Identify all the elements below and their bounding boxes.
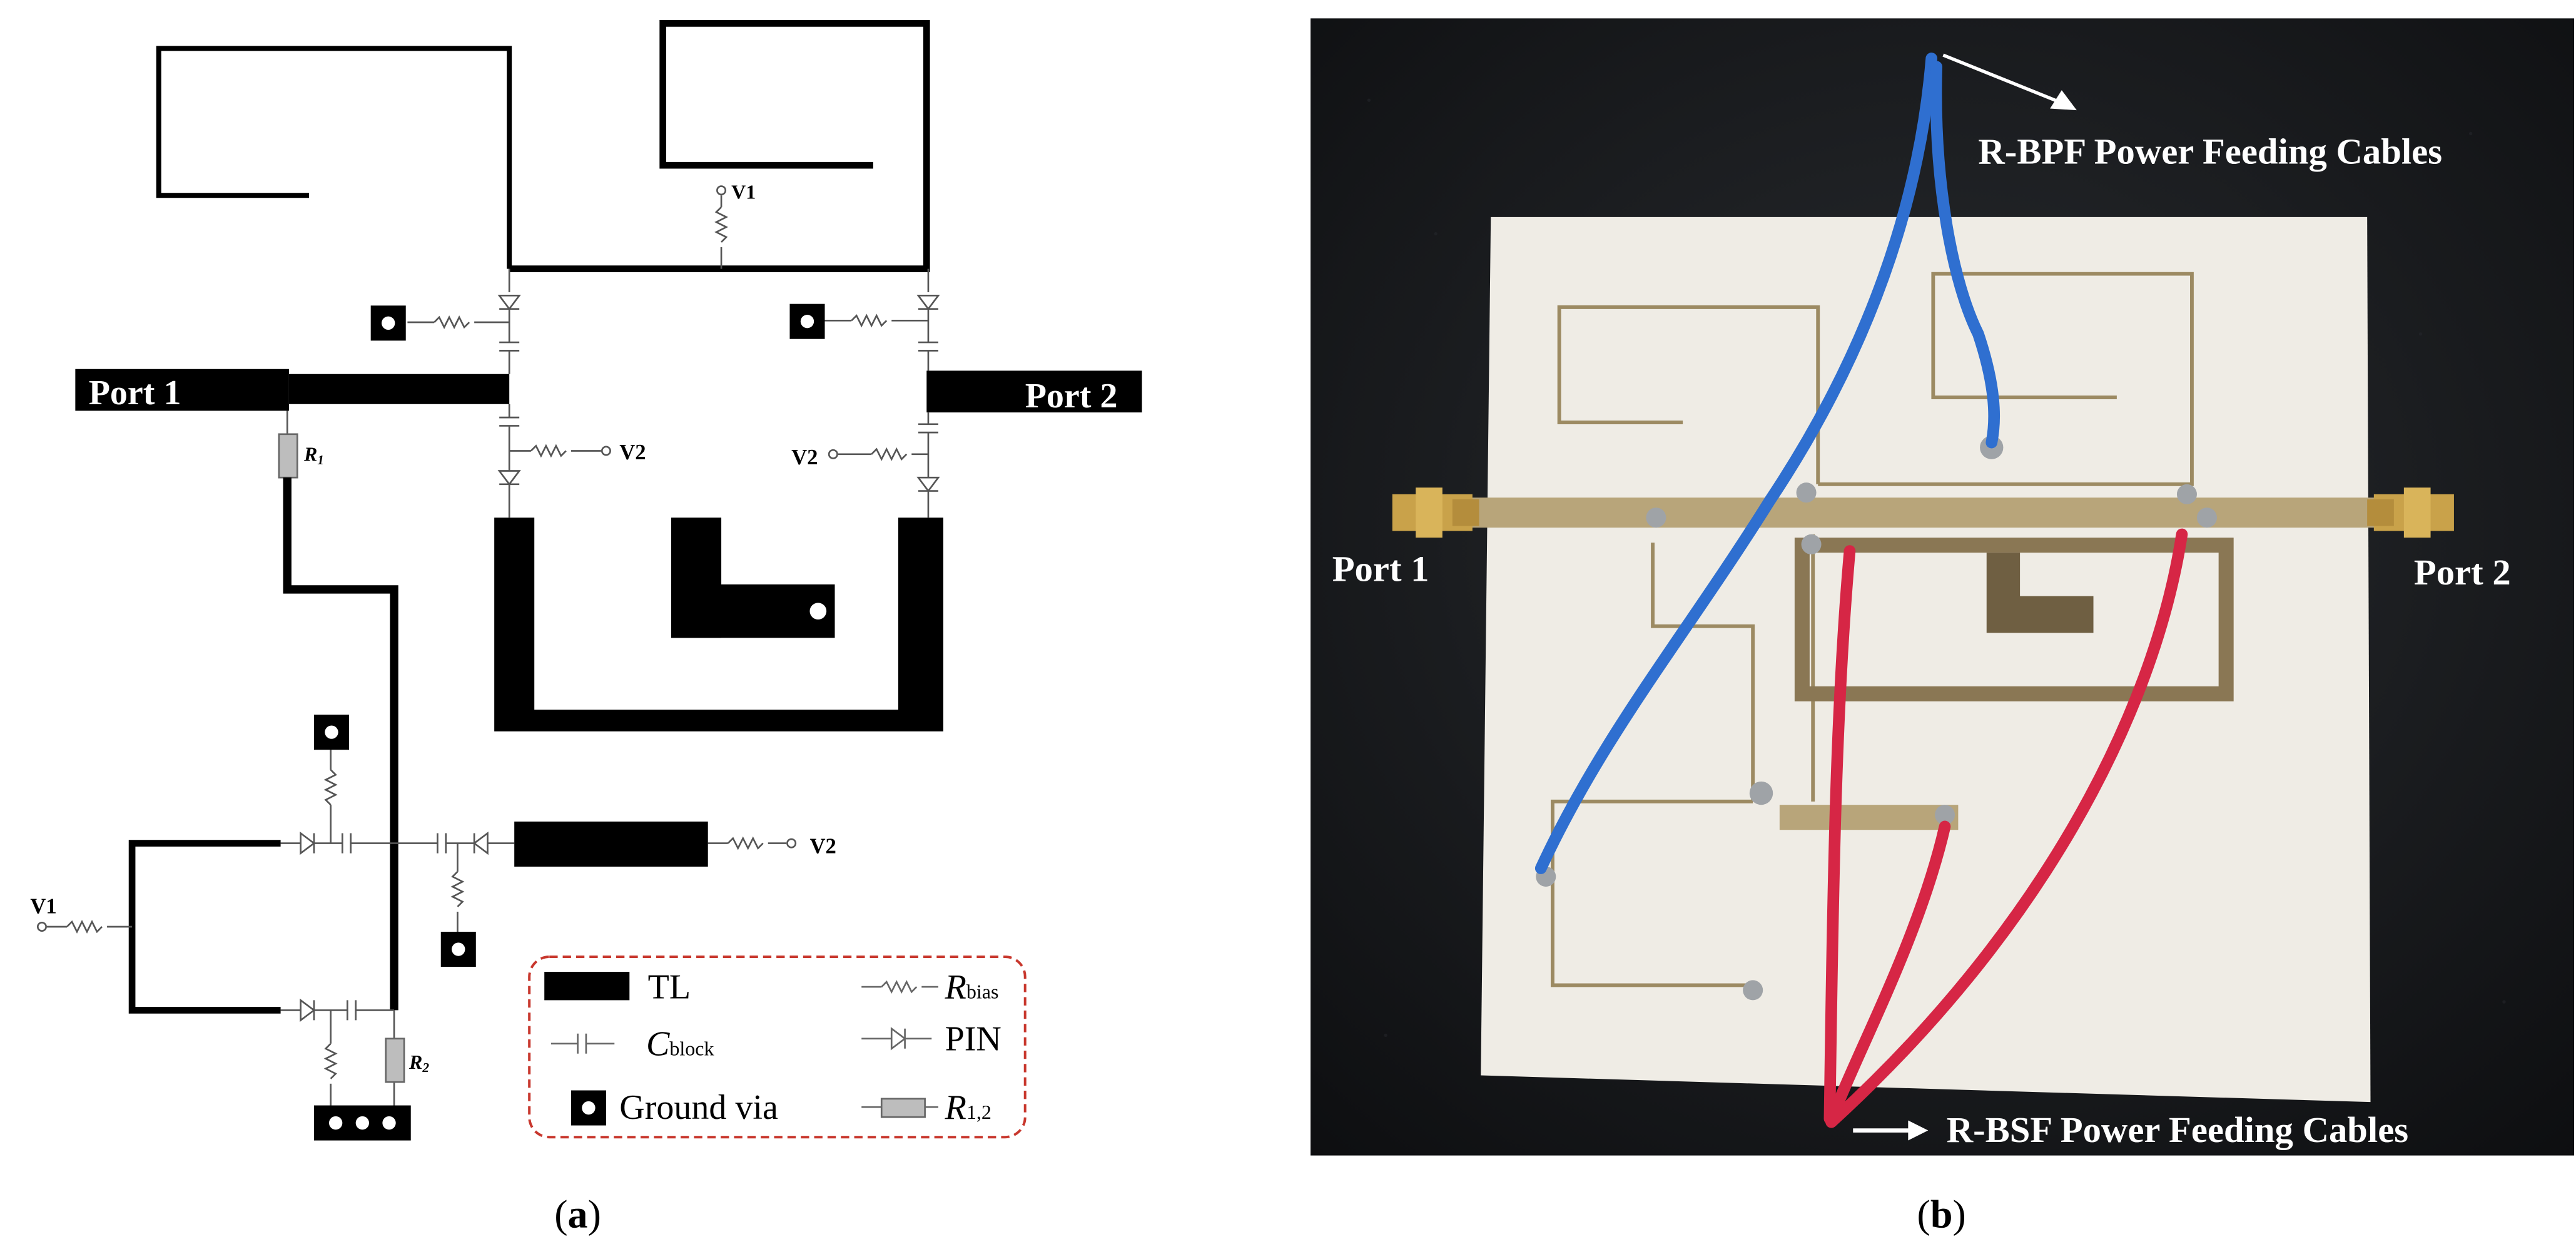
legend-rbias-icon [861, 980, 938, 994]
legend-cblock-main: C [646, 1024, 670, 1063]
lower-inner-stub-h [671, 584, 835, 638]
r1-sub: 1 [317, 452, 324, 467]
caption-b-letter: b [1930, 1191, 1953, 1236]
caption-a-letter: a [568, 1191, 588, 1236]
bsf-label: R-BSF Power Feeding Cables [1947, 1109, 2408, 1150]
bsf-cable-3 [1827, 820, 1951, 1121]
photo-port2-label: Port 2 [2414, 552, 2511, 593]
upper-left-stub [156, 46, 512, 269]
bsf-cable-2 [1825, 528, 2188, 1128]
legend-ground-via-text: Ground via [619, 1088, 778, 1127]
upper-resonator-line [509, 20, 930, 272]
port2-label: Port 2 [1025, 377, 1118, 416]
caption-a: (a) [554, 1191, 601, 1236]
legend-r12-main: R [945, 1088, 966, 1127]
r1-resistor [278, 433, 298, 479]
legend-r12-text: R1,2 [945, 1088, 991, 1127]
panel-a-schematic: V1 Port 1 Port 2 [30, 20, 1142, 1236]
legend-r12-icon [861, 1098, 938, 1118]
rbias-top [714, 206, 729, 243]
legend-tl-swatch [544, 972, 630, 1001]
r2-sub: 2 [422, 1060, 429, 1075]
legend-cblock-icon [550, 1033, 615, 1054]
r1-main: R [303, 442, 317, 465]
copper-main-line [1469, 497, 2379, 528]
port2-tl [926, 370, 1142, 413]
caption-b-open: ( [1917, 1191, 1930, 1236]
lower-thick-resonator [494, 517, 943, 732]
lower-left-stub [128, 840, 281, 1014]
pcb-board [1481, 217, 2371, 1103]
port1-label: Port 1 [89, 374, 181, 412]
r2-resistor [385, 1038, 405, 1083]
solder-joints [1536, 436, 2217, 1001]
bpf-cable-2 [1930, 61, 2000, 449]
legend-rbias-sub: bias [966, 981, 999, 1003]
v2-lower-label: V2 [809, 834, 836, 859]
v2-right-label: V2 [791, 445, 818, 469]
port1-sma-connector [1392, 487, 1479, 538]
r1-label: R1 [303, 442, 324, 467]
legend-r12-sub: 1,2 [966, 1101, 991, 1123]
v2-left-label: V2 [619, 440, 646, 464]
legend-tl-text: TL [648, 968, 691, 1007]
legend-cblock-sub: block [669, 1037, 714, 1059]
caption-b-close: ) [1953, 1191, 1966, 1236]
photo-port1-label: Port 1 [1332, 549, 1429, 589]
legend-rbias-text: Rbias [945, 968, 999, 1007]
port1-tl [75, 369, 289, 411]
legend-pin-icon [861, 1027, 932, 1051]
copper-traces [1551, 272, 2194, 987]
legend-pin-text: PIN [945, 1019, 1001, 1058]
v1-top-label: V1 [731, 181, 756, 203]
lower-signal-line [283, 477, 398, 1011]
legend-rbias-main: R [945, 968, 966, 1007]
lower-tl-block [514, 821, 708, 867]
caption-a-close: ) [588, 1191, 601, 1236]
bpf-label: R-BPF Power Feeding Cables [1978, 131, 2442, 172]
r2-main: R [408, 1051, 422, 1073]
r2-label: R2 [408, 1051, 429, 1075]
caption-a-open: ( [554, 1191, 567, 1236]
bpf-cable-1 [1534, 53, 1938, 874]
copper-inner-l [1986, 553, 2094, 633]
legend-cblock-text: Cblock [646, 1024, 714, 1063]
bpf-arrow-icon [1942, 53, 2077, 111]
bsf-cable-1 [1823, 545, 1856, 1125]
v1-lower-label: V1 [30, 894, 56, 919]
panel-b-photo: R-BPF Power Feeding Cables R-BSF Power F… [1311, 18, 2575, 1236]
main-tl [288, 374, 510, 404]
port2-sma-connector [2367, 487, 2454, 538]
legend: TL Rbias Cblock PIN Ground via [528, 956, 1027, 1139]
caption-b: (b) [1917, 1191, 1966, 1236]
bsf-arrow-icon [1853, 1120, 1929, 1141]
